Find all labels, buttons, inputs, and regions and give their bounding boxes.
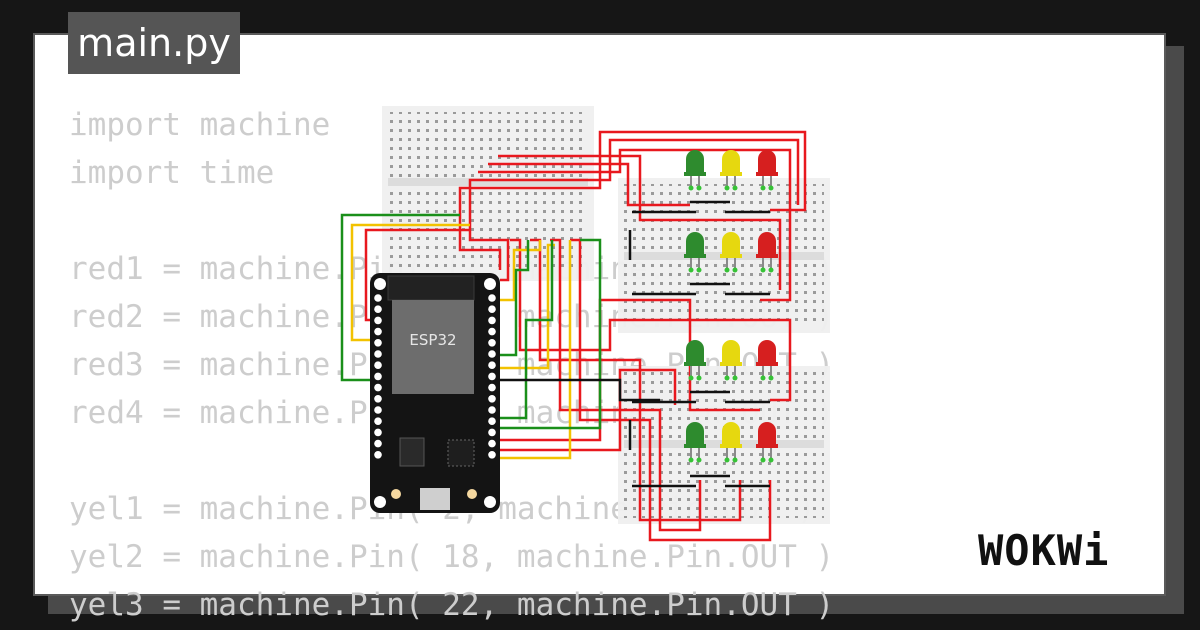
green-led[interactable] xyxy=(684,422,706,463)
code-line: yel2 = machine.Pin( 18, machine.Pin.OUT … xyxy=(69,539,835,575)
wire-yellow xyxy=(498,240,542,302)
header-pin xyxy=(374,327,382,336)
header-pin xyxy=(488,361,496,370)
header-pin xyxy=(374,350,382,358)
header-pin xyxy=(488,350,496,358)
header-pin xyxy=(374,395,382,403)
header-pin xyxy=(374,361,382,370)
header-pin xyxy=(488,294,496,302)
header-pin xyxy=(374,316,382,325)
header-pin xyxy=(374,305,382,314)
wire-green xyxy=(498,240,554,420)
header-pin xyxy=(488,406,496,414)
wire-red xyxy=(488,162,690,207)
led-array xyxy=(684,150,778,463)
usb-port xyxy=(420,488,450,510)
wire-green xyxy=(498,240,530,357)
header-pin xyxy=(374,439,382,448)
header-pin xyxy=(374,294,382,302)
yellow-led[interactable] xyxy=(720,232,742,273)
wire-red xyxy=(498,298,760,442)
header-pin xyxy=(488,383,496,392)
red-led[interactable] xyxy=(756,340,778,381)
wire-yellow xyxy=(350,223,470,342)
file-tab[interactable]: main.py xyxy=(68,12,240,74)
yellow-led[interactable] xyxy=(720,150,742,191)
reset-button[interactable] xyxy=(467,489,477,499)
red-led[interactable] xyxy=(756,232,778,273)
header-pin xyxy=(374,417,382,426)
header-pin xyxy=(488,428,496,437)
code-line: import time xyxy=(69,155,275,191)
header-pin xyxy=(488,372,496,381)
code-line: import machine xyxy=(69,107,331,143)
header-pin xyxy=(488,439,496,448)
header-pin xyxy=(488,417,496,426)
header-pin xyxy=(488,395,496,403)
wire-red xyxy=(498,368,677,452)
code-line: yel3 = machine.Pin( 22, machine.Pin.OUT … xyxy=(69,587,835,623)
breadboard-top xyxy=(382,106,594,281)
header-pin xyxy=(488,305,496,314)
red-led[interactable] xyxy=(756,150,778,191)
wires xyxy=(340,130,807,542)
green-led[interactable] xyxy=(684,340,706,381)
header-pin xyxy=(374,428,382,437)
header-pin xyxy=(374,406,382,414)
wire-green xyxy=(340,213,460,382)
esp32-label: ESP32 xyxy=(409,331,456,349)
green-led[interactable] xyxy=(684,232,706,273)
header-pin xyxy=(374,372,382,381)
wire-black xyxy=(498,378,660,402)
header-pin xyxy=(374,451,382,459)
jumpers xyxy=(632,200,770,488)
yellow-led[interactable] xyxy=(720,422,742,463)
header-pin xyxy=(488,316,496,325)
header-pin xyxy=(488,451,496,459)
wire-green xyxy=(498,238,602,430)
red-led[interactable] xyxy=(756,422,778,463)
wire-red xyxy=(510,238,792,402)
wire-red xyxy=(458,130,807,270)
esp32-pins xyxy=(374,294,496,459)
wire-red xyxy=(478,148,792,302)
wire-yellow xyxy=(498,240,572,460)
wire-red xyxy=(468,138,800,282)
wire-red xyxy=(550,238,702,532)
wokwi-logo: WOKWi xyxy=(978,526,1110,575)
esp32-board[interactable]: ESP32 xyxy=(370,273,500,513)
boot-button[interactable] xyxy=(391,489,401,499)
esp32-module xyxy=(392,300,474,394)
header-pin xyxy=(488,327,496,336)
header-pin xyxy=(488,339,496,347)
header-pin xyxy=(374,339,382,347)
yellow-led[interactable] xyxy=(720,340,742,381)
wire-red xyxy=(498,154,782,290)
header-pin xyxy=(374,383,382,392)
green-led[interactable] xyxy=(684,150,706,191)
